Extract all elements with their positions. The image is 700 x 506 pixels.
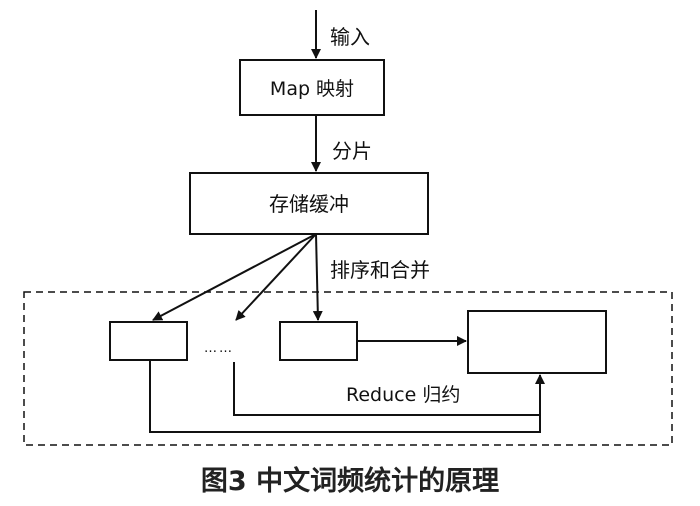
- fanout-arrow-left: [152, 233, 317, 321]
- fanout-arrow-right: [312, 233, 323, 321]
- fanout-arrow-middle: [235, 233, 317, 321]
- partition-box-1: [109, 321, 188, 361]
- map-box: [239, 59, 385, 116]
- partition-box-2: [279, 321, 358, 361]
- figure-caption: 图3 中文词频统计的原理: [201, 465, 499, 497]
- reduce-region: [23, 291, 673, 446]
- reduce-line-from-ellipsis: [233, 362, 540, 416]
- partition-ellipsis: ……: [204, 341, 234, 356]
- map-label: Map 映射: [270, 78, 354, 100]
- reduce-line-from-partition-1: [149, 360, 545, 433]
- input-label: 输入: [330, 25, 370, 49]
- reduce-label: Reduce 归约: [346, 384, 460, 406]
- result-box: [467, 310, 607, 374]
- buffer-label: 存储缓冲: [269, 192, 349, 216]
- buffer-box: [189, 172, 429, 235]
- sort-merge-label: 排序和合并: [330, 258, 430, 282]
- shard-label: 分片: [332, 139, 372, 163]
